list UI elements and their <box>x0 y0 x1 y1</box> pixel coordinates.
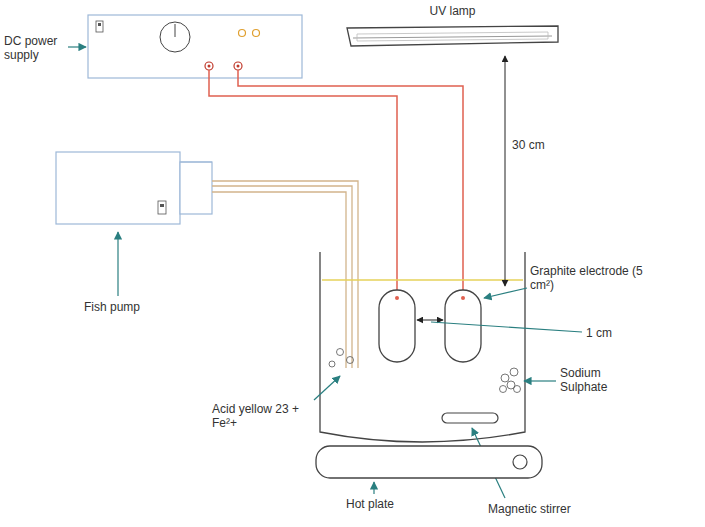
callout-label: Graphite electrode (5 cm²) <box>530 264 655 292</box>
leader-line <box>431 322 582 332</box>
callout-label: Hot plate <box>346 497 416 511</box>
leader-arrow <box>314 376 340 400</box>
leader-arrow <box>524 380 556 381</box>
air-tube <box>212 181 358 368</box>
callout-label: DC power supply <box>4 34 68 62</box>
part-label: UV lamp <box>345 4 560 18</box>
sodium-sulphate-crystals <box>500 368 521 393</box>
callout-label: Magnetic stirrer <box>488 502 598 516</box>
leader-arrow <box>373 482 374 494</box>
fish-pump <box>56 152 212 224</box>
callout-label: Sodium Sulphate <box>560 366 630 394</box>
stir-bar <box>442 413 498 423</box>
callout-label: 1 cm <box>586 326 636 340</box>
dimension-arrow <box>505 56 506 286</box>
leader-arrow <box>117 232 118 296</box>
dc-power-supply <box>88 15 302 78</box>
callout-label: Fish pump <box>84 300 174 314</box>
hot-plate <box>316 446 542 478</box>
wire-end <box>461 296 465 300</box>
wire <box>209 70 463 298</box>
lamp-tube <box>345 22 560 52</box>
callout-label: Acid yellow 23 + Fe²+ <box>212 402 320 430</box>
leader-arrow <box>68 46 86 47</box>
beaker <box>320 252 525 442</box>
air-bubbles <box>329 349 354 368</box>
callout-label: 30 cm <box>512 138 572 152</box>
uv-lamp: UV lamp <box>345 4 560 52</box>
wire-end <box>395 296 399 300</box>
dimension-arrow <box>417 320 443 321</box>
leader-arrow <box>484 288 527 298</box>
graphite-electrode <box>379 290 481 362</box>
